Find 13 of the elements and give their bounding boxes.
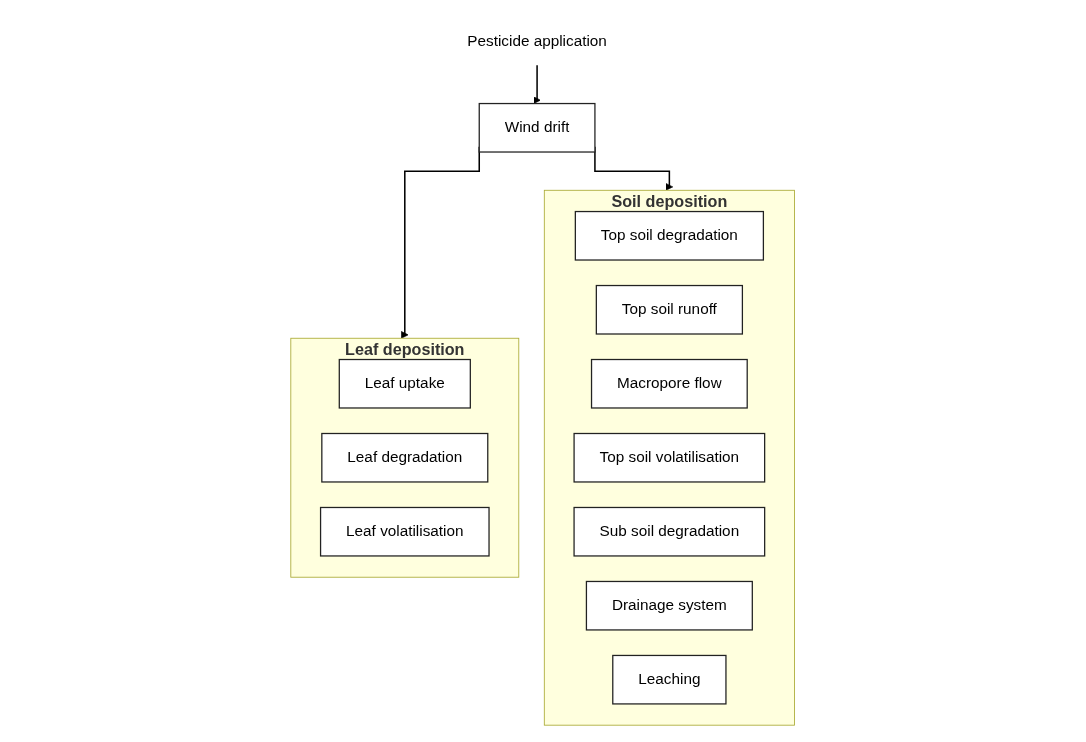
node-box: Top soil degradation [575, 210, 765, 261]
node-box: Leaf volatilisation [320, 506, 491, 557]
node-text: Pesticide application [467, 32, 608, 50]
node-box: Macropore flow [591, 358, 749, 409]
node-box: Leaf degradation [321, 432, 489, 483]
node-box: Drainage system [586, 580, 754, 631]
node-box: Top soil runoff [596, 284, 744, 335]
node-box: Leaf uptake [339, 358, 472, 409]
node-box: Sub soil degradation [573, 506, 766, 557]
node-box: Top soil volatilisation [573, 432, 766, 483]
node-box: Leaching [612, 654, 727, 705]
arrow [533, 64, 542, 104]
node-box: Wind drift [479, 102, 596, 153]
